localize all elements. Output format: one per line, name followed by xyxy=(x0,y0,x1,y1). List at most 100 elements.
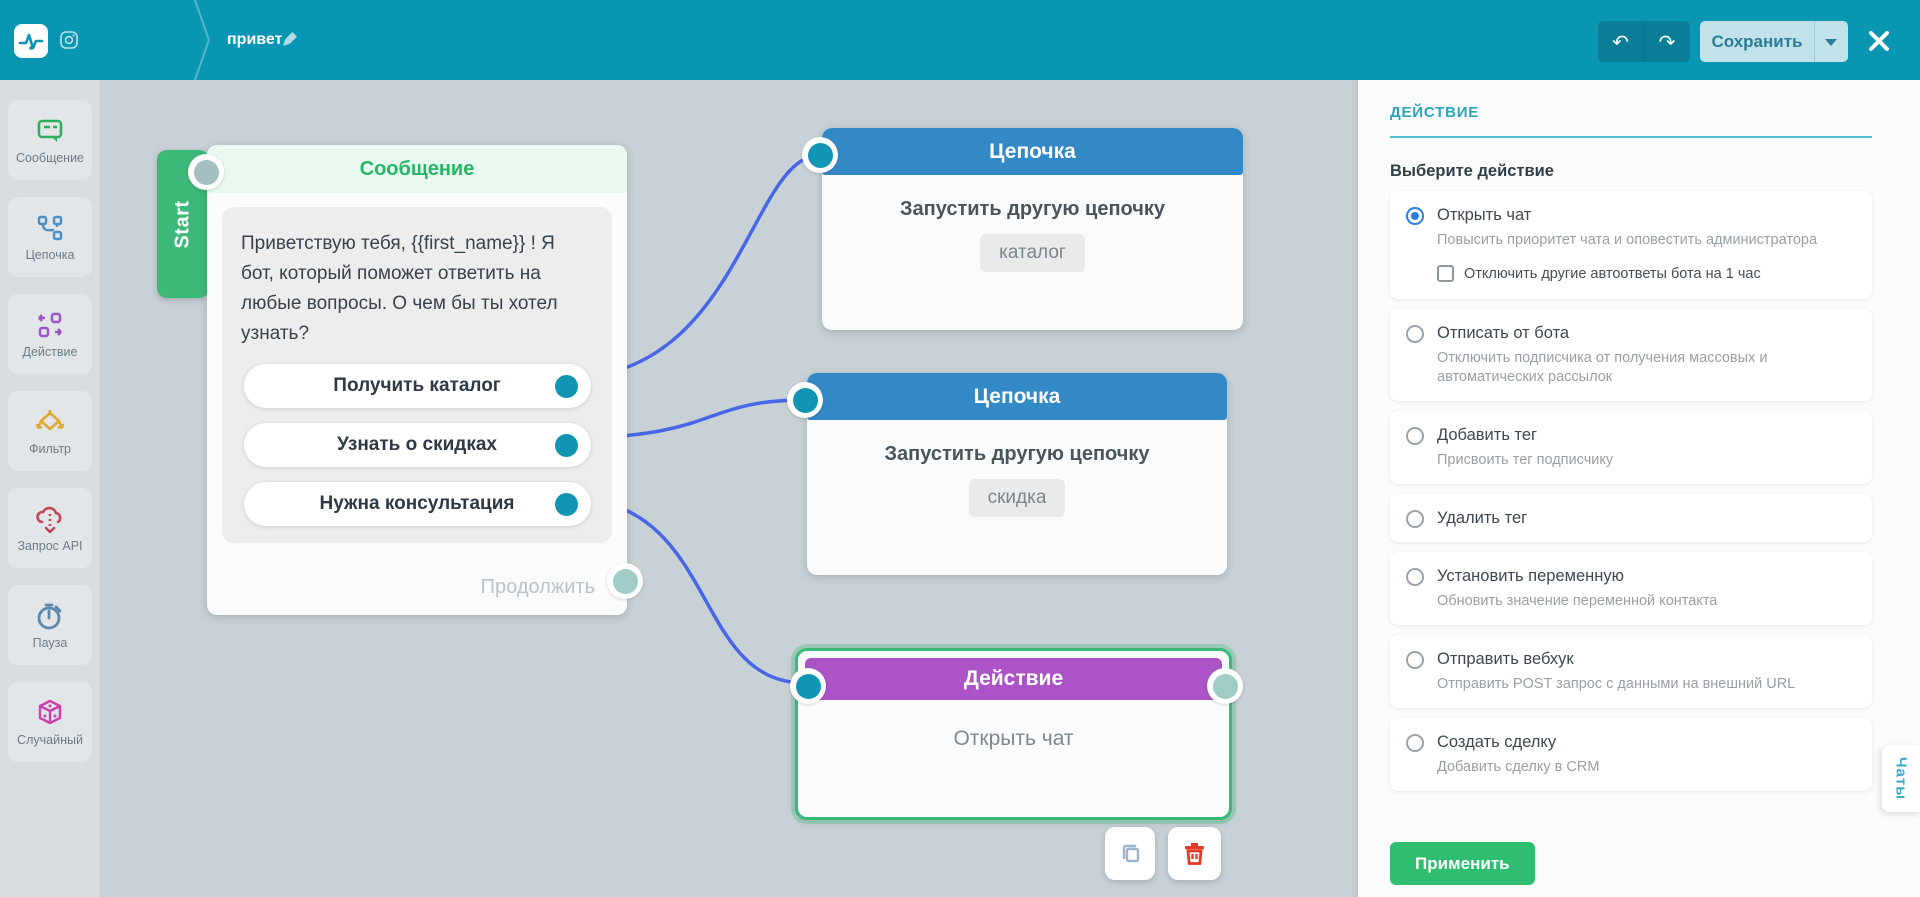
redo-button[interactable]: ↷ xyxy=(1644,21,1690,62)
palette-item-message[interactable]: Сообщение xyxy=(8,100,92,180)
wire-catalog xyxy=(564,153,822,380)
node-palette: Сообщение Цепочка Действие xyxy=(0,80,100,897)
save-split-button: Сохранить xyxy=(1700,21,1848,62)
filter-icon xyxy=(35,409,65,430)
option-title: Отправить вебхук xyxy=(1437,650,1574,668)
radio[interactable] xyxy=(1406,733,1424,752)
action-node-header: Действие xyxy=(805,658,1222,700)
continue-output-port[interactable] xyxy=(607,563,643,599)
flow-canvas[interactable]: Start Сообщение Приветствую тебя, {{firs… xyxy=(100,80,1358,897)
action-input-port[interactable] xyxy=(790,668,826,704)
palette-item-label: Действие xyxy=(22,344,78,359)
apply-button[interactable]: Применить xyxy=(1390,842,1535,885)
action-option-remove-tag[interactable]: Удалить тег xyxy=(1390,494,1872,542)
action-settings-panel: ДЕЙСТВИЕ Выберите действие Открыть чат П… xyxy=(1358,80,1920,897)
save-button[interactable]: Сохранить xyxy=(1700,21,1815,62)
quick-reply-label: Нужна консультация xyxy=(319,493,515,514)
chain-discount-input-port[interactable] xyxy=(787,382,823,418)
delete-node-button[interactable] xyxy=(1168,827,1221,880)
chain-catalog-input-port[interactable] xyxy=(802,137,838,173)
quick-reply-button-consult[interactable]: Нужна консультация xyxy=(243,482,591,526)
chats-side-tab[interactable]: Чаты xyxy=(1882,745,1920,812)
option-title: Добавить тег xyxy=(1437,426,1538,444)
chats-tab-label: Чаты xyxy=(1892,756,1910,801)
palette-item-label: Пауза xyxy=(32,635,68,650)
action-option-create-deal[interactable]: Создать сделку Добавить сделку в CRM xyxy=(1390,718,1872,791)
palette-item-chain[interactable]: Цепочка xyxy=(8,197,92,277)
undo-button[interactable]: ↶ xyxy=(1598,21,1644,62)
output-port-catalog[interactable] xyxy=(550,370,583,402)
option-subtitle: Обновить значение переменной контакта xyxy=(1437,593,1718,609)
duplicate-node-button[interactable] xyxy=(1105,827,1155,880)
output-port-consult[interactable] xyxy=(550,488,583,520)
topbar: привет ↶ ↷ Сохранить xyxy=(0,0,1920,80)
chain-node-header: Цепочка xyxy=(822,128,1243,175)
flow-title[interactable]: привет xyxy=(227,31,283,48)
dice-icon xyxy=(38,699,62,724)
chain-node-catalog[interactable]: Цепочка Запустить другую цепочку каталог xyxy=(802,128,1243,330)
radio[interactable] xyxy=(1406,509,1424,528)
edit-title-icon[interactable] xyxy=(281,31,298,48)
radio[interactable] xyxy=(1406,324,1424,343)
chain-action-text: Запустить другую цепочку xyxy=(884,443,1150,465)
palette-item-filter[interactable]: Фильтр xyxy=(8,391,92,471)
radio-selected[interactable] xyxy=(1406,206,1424,225)
option-title: Удалить тег xyxy=(1437,509,1528,527)
action-option-webhook[interactable]: Отправить вебхук Отправить POST запрос с… xyxy=(1390,635,1872,708)
radio[interactable] xyxy=(1406,650,1424,669)
action-option-unsubscribe[interactable]: Отписать от бота Отключить подписчика от… xyxy=(1390,309,1872,401)
close-button[interactable] xyxy=(1864,26,1894,56)
palette-item-pause[interactable]: Пауза xyxy=(8,585,92,665)
disable-autoreplies-checkbox[interactable] xyxy=(1437,265,1454,282)
palette-item-label: Фильтр xyxy=(29,441,71,456)
close-icon xyxy=(1869,31,1889,51)
action-output-port[interactable] xyxy=(1207,668,1243,704)
option-subtitle: Отключить подписчика от получения массов… xyxy=(1437,350,1768,385)
checkbox-label: Отключить другие автоответы бота на 1 ча… xyxy=(1464,265,1761,282)
quick-reply-button-discount[interactable]: Узнать о скидках xyxy=(243,423,591,467)
palette-item-action[interactable]: Действие xyxy=(8,294,92,374)
chain-target-tag: скидка xyxy=(968,479,1066,517)
header-divider xyxy=(194,0,211,80)
message-node[interactable]: Сообщение Приветствую тебя, {{first_name… xyxy=(188,145,643,615)
message-text: Приветствую тебя, {{first_name}} ! Я бот… xyxy=(241,233,558,344)
action-node-text: Открыть чат xyxy=(953,727,1074,750)
message-icon xyxy=(37,119,63,142)
palette-item-label: Случайный xyxy=(17,732,83,747)
api-request-icon xyxy=(36,506,62,533)
palette-item-label: Сообщение xyxy=(15,150,85,165)
message-bubble: Приветствую тебя, {{first_name}} ! Я бот… xyxy=(222,207,612,543)
option-title: Установить переменную xyxy=(1437,567,1625,585)
palette-item-random[interactable]: Случайный xyxy=(8,682,92,762)
option-subtitle: Повысить приоритет чата и оповестить адм… xyxy=(1437,232,1818,248)
quick-reply-label: Узнать о скидках xyxy=(337,434,497,455)
chain-target-tag: каталог xyxy=(980,234,1085,272)
chain-node-discount[interactable]: Цепочка Запустить другую цепочку скидка xyxy=(787,373,1227,575)
save-dropdown-button[interactable] xyxy=(1815,21,1848,62)
radio[interactable] xyxy=(1406,426,1424,445)
quick-reply-label: Получить каталог xyxy=(333,375,501,396)
action-node-selected[interactable]: Действие Открыть чат xyxy=(790,648,1243,820)
pulse-logo-icon xyxy=(18,33,44,50)
action-option-set-variable[interactable]: Установить переменную Обновить значение … xyxy=(1390,552,1872,625)
palette-item-label: Цепочка xyxy=(25,247,75,262)
palette-item-api[interactable]: Запрос API xyxy=(8,488,92,568)
message-input-port[interactable] xyxy=(188,154,224,190)
panel-title: ДЕЙСТВИЕ xyxy=(1390,104,1872,138)
copy-icon xyxy=(1122,844,1139,863)
output-port-discount[interactable] xyxy=(550,429,583,461)
radio[interactable] xyxy=(1406,567,1424,586)
continue-label: Продолжить xyxy=(480,576,595,598)
trash-icon xyxy=(1185,843,1204,865)
app-logo[interactable] xyxy=(14,24,48,58)
chain-icon xyxy=(37,215,63,240)
action-option-open-chat[interactable]: Открыть чат Повысить приоритет чата и оп… xyxy=(1390,191,1872,299)
chain-node-header: Цепочка xyxy=(807,373,1227,420)
palette-item-label: Запрос API xyxy=(17,538,83,553)
quick-reply-button-catalog[interactable]: Получить каталог xyxy=(243,364,591,408)
start-tab-label: Start xyxy=(171,199,194,249)
option-title: Создать сделку xyxy=(1437,733,1557,751)
option-title: Открыть чат xyxy=(1437,206,1532,224)
action-option-add-tag[interactable]: Добавить тег Присвоить тег подписчику xyxy=(1390,411,1872,484)
